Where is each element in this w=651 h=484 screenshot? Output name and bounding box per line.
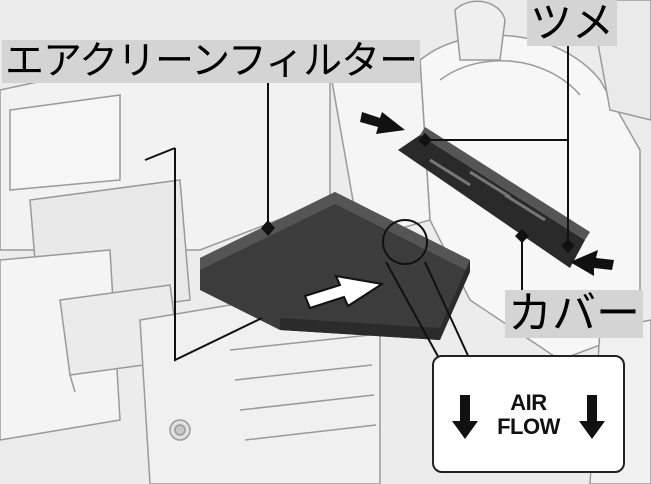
air-cleaner-filter-label: エアクリーンフィルター	[2, 40, 421, 83]
detail-magnifier-circle	[382, 219, 428, 265]
leader-endpoints	[261, 133, 575, 253]
airflow-detail-box: AIR FLOW	[432, 355, 625, 473]
tab-arrow-upper	[360, 112, 405, 134]
tab-arrow-lower	[570, 250, 614, 276]
filter-marker	[261, 220, 275, 236]
tab-marker-lower	[561, 239, 575, 253]
airflow-line-1: AIR	[510, 390, 547, 415]
airflow-label: AIR FLOW	[490, 391, 567, 439]
cover-part	[398, 127, 590, 268]
cover-marker	[515, 229, 529, 243]
down-arrow-icon	[452, 395, 478, 439]
leader-lines	[144, 40, 569, 362]
tabs-label: ツメ	[527, 0, 618, 46]
tab-marker-upper	[418, 133, 432, 147]
cover-label: カバー	[505, 290, 643, 338]
down-arrow-icon	[579, 395, 605, 439]
insert-direction-arrow	[303, 274, 385, 310]
airflow-line-2: FLOW	[497, 414, 560, 439]
